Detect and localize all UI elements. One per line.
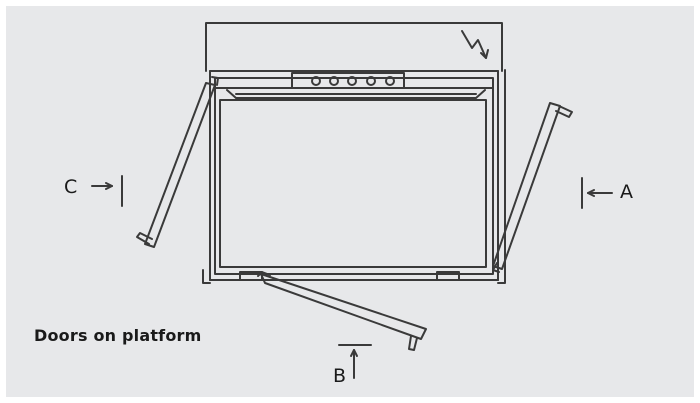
control-panel — [291, 72, 405, 89]
marker-b — [338, 344, 372, 379]
door-left — [136, 76, 219, 248]
marker-a — [581, 177, 613, 209]
knob-1 — [311, 76, 321, 86]
label-b: B — [333, 365, 347, 387]
foot-right — [436, 271, 460, 281]
oven-inner-frame — [214, 77, 494, 275]
door-right — [492, 102, 573, 273]
knob-5 — [385, 76, 395, 86]
break-symbol — [461, 30, 487, 59]
marker-c — [91, 175, 123, 207]
door-bottom — [257, 271, 427, 351]
top-handle — [226, 89, 486, 99]
knob-3 — [347, 76, 357, 86]
knob-2 — [329, 76, 339, 86]
label-a: A — [620, 181, 633, 203]
oven-cavity — [219, 99, 487, 268]
housing-top — [205, 22, 503, 72]
oven-body — [209, 70, 499, 281]
label-c: C — [64, 176, 78, 198]
diagram-caption: Doors on platform — [34, 326, 202, 345]
knob-4 — [366, 76, 376, 86]
